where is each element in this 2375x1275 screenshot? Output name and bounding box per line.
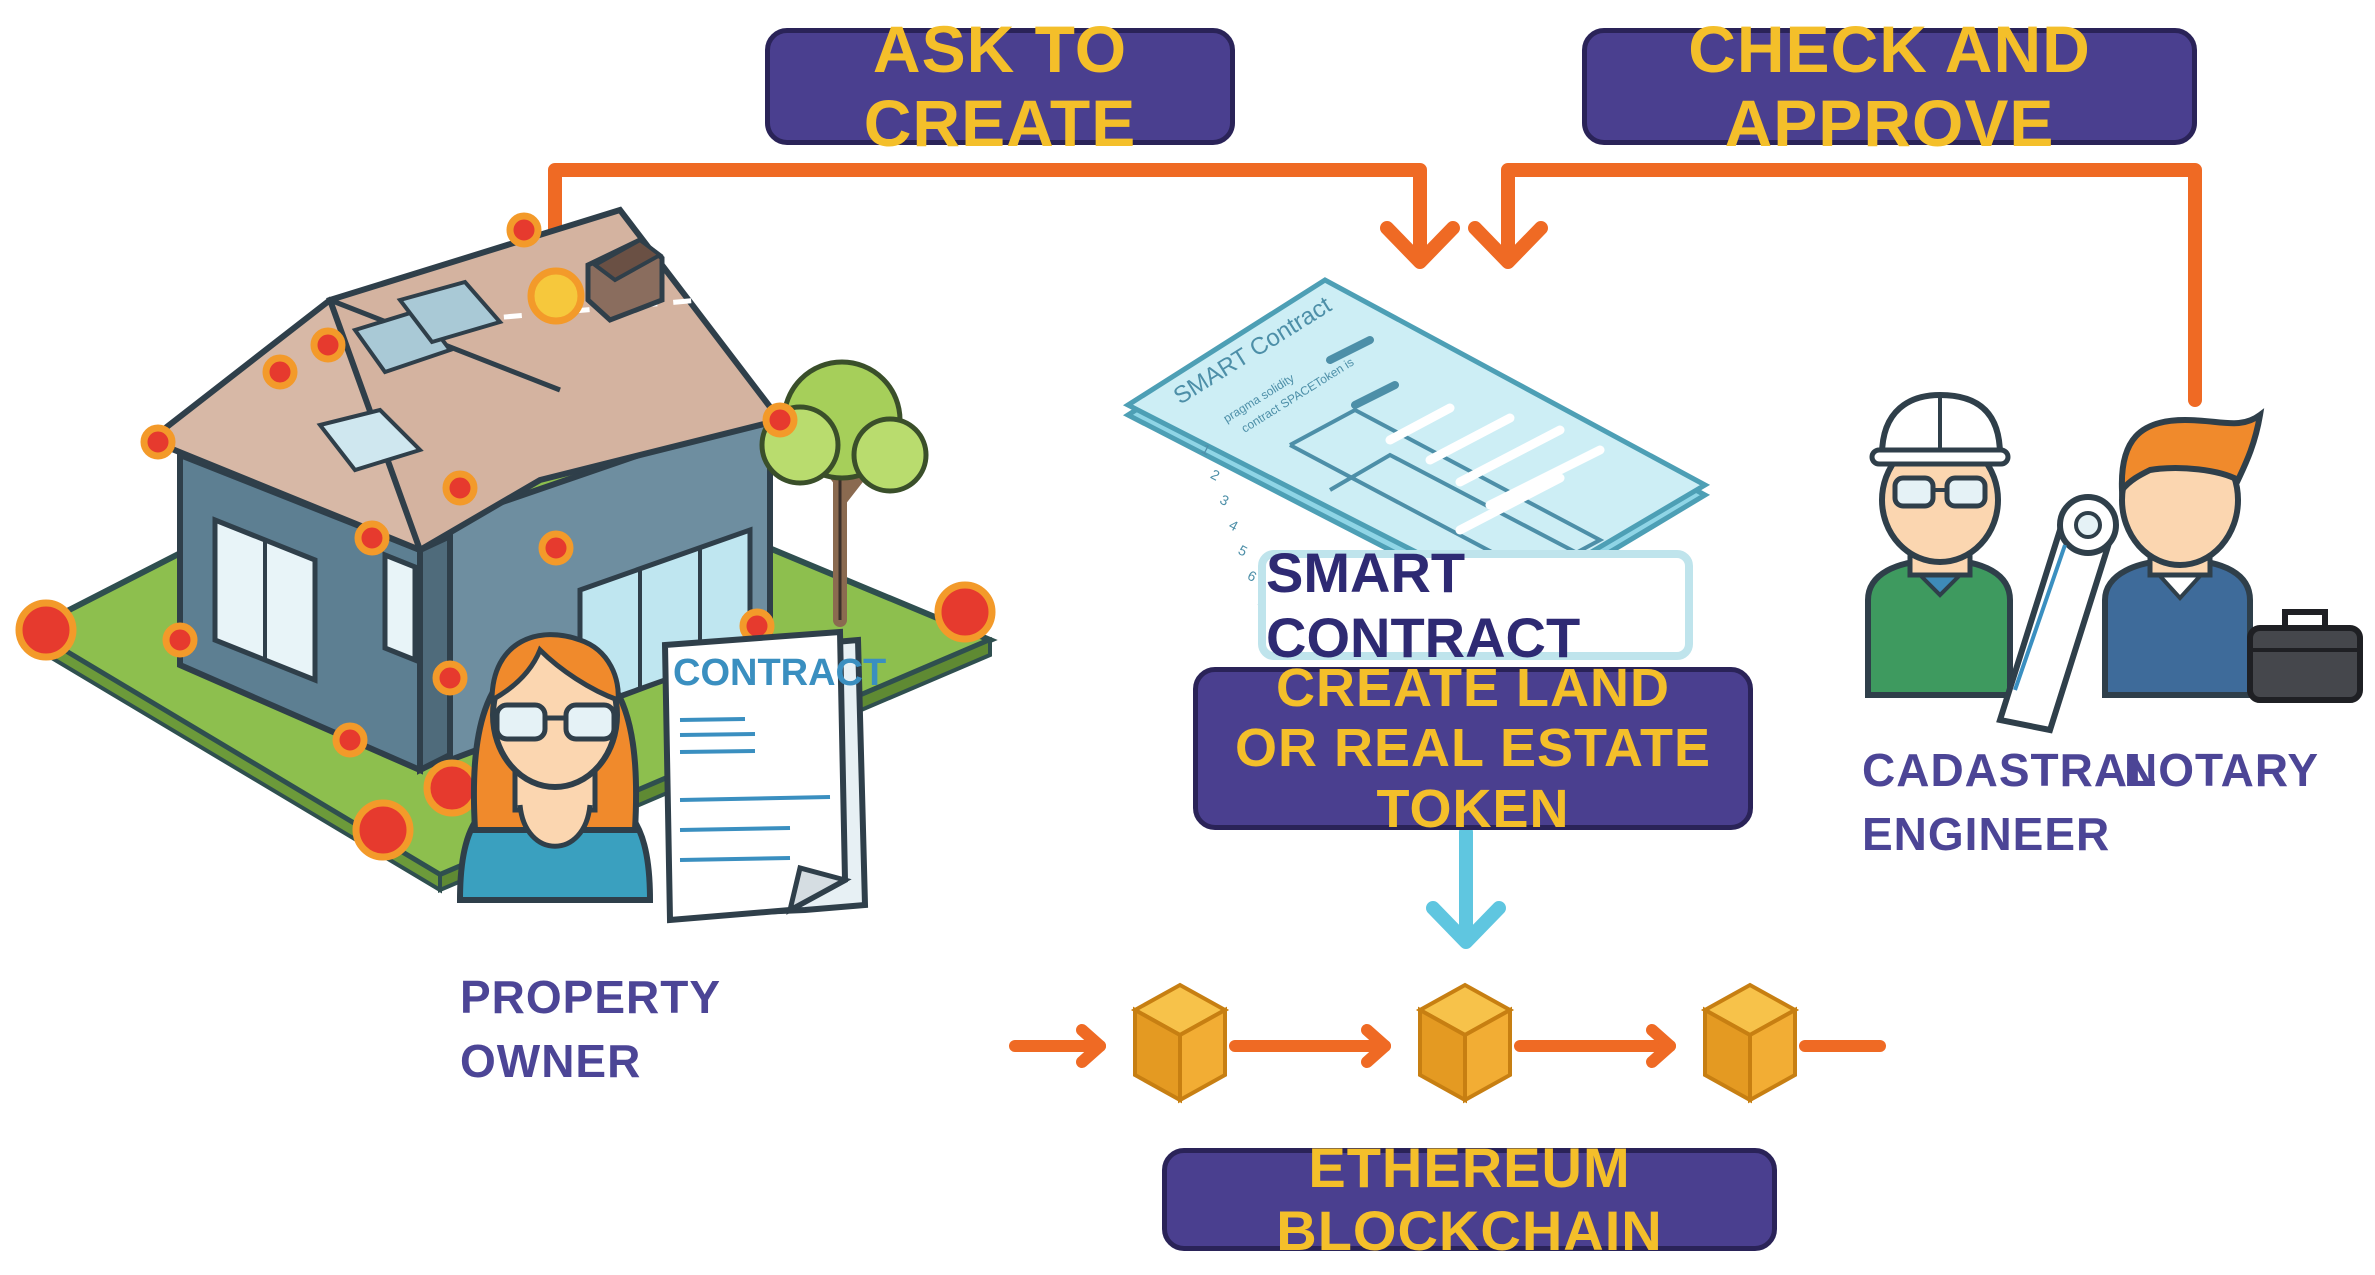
- marker-dot-icon: [538, 530, 574, 566]
- marker-dot-icon: [527, 267, 585, 325]
- token-to-chain-arrow: [1426, 825, 1506, 949]
- marker-dot-icon: [140, 424, 176, 460]
- smart-contract-text: SMART CONTRACT: [1266, 541, 1581, 669]
- smart-contract-label: SMART CONTRACT: [1258, 541, 1693, 669]
- smart-contract-sheet-icon: SMART Contract pragma solidity contract …: [1122, 277, 1711, 615]
- check-and-approve-text: CHECK AND APPROVE: [1688, 11, 2091, 160]
- blueprint-roll-icon: [1996, 494, 2119, 734]
- ask-to-create-text: ASK TO CREATE: [863, 11, 1137, 160]
- line-number: 4: [1227, 516, 1242, 534]
- contract-document-icon: CONTRACT: [661, 628, 886, 924]
- marker-dot-icon: [332, 722, 368, 758]
- notary-icon: [2102, 408, 2265, 698]
- marker-dot-icon: [432, 660, 468, 696]
- marker-dot-icon: [352, 799, 414, 861]
- marker-dot-icon: [762, 402, 798, 438]
- approve-arrow: [1468, 163, 2202, 407]
- property-owner-line2: OWNER: [460, 1035, 642, 1087]
- ask-arrow: [548, 163, 1460, 297]
- marker-dot-icon: [442, 470, 478, 506]
- marker-dot-icon: [354, 520, 390, 556]
- blockchain-arrows: [1009, 1024, 1886, 1068]
- marker-dot-icon: [310, 327, 346, 363]
- tree-icon: [759, 359, 929, 627]
- property-owner-caption: PROPERTY OWNER: [460, 965, 721, 1093]
- contract-doc-title: CONTRACT: [673, 652, 886, 694]
- blockchain-block-icon: [1415, 982, 1515, 1104]
- briefcase-icon: [2247, 609, 2363, 703]
- marker-dots: [15, 212, 996, 861]
- line-number: 2: [1208, 466, 1223, 484]
- ask-to-create-label: ASK TO CREATE: [765, 12, 1235, 159]
- woman-owner-icon: [456, 632, 654, 903]
- create-token-label: CREATE LAND OR REAL ESTATE TOKEN: [1193, 658, 1753, 839]
- marker-dot-icon: [15, 599, 77, 661]
- marker-dot-icon: [934, 581, 996, 643]
- create-token-line2: OR REAL ESTATE TOKEN: [1234, 718, 1712, 839]
- blockchain-block-icon: [1130, 982, 1230, 1104]
- marker-dot-icon: [423, 759, 481, 817]
- check-and-approve-label: CHECK AND APPROVE: [1582, 12, 2197, 159]
- cadastral-engineer-line1: CADASTRAL: [1862, 744, 2158, 796]
- marker-dot-icon: [506, 212, 542, 248]
- cadastral-engineer-line2: ENGINEER: [1862, 808, 2111, 860]
- property-owner-line1: PROPERTY: [460, 971, 722, 1023]
- line-number: 5: [1236, 542, 1251, 560]
- marker-dot-icon: [262, 354, 298, 390]
- notary-caption: NOTARY: [2124, 738, 2319, 802]
- blockchain-block-icon: [1700, 982, 1800, 1104]
- ethereum-blockchain-text: ETHEREUM BLOCKCHAIN: [1276, 1135, 1663, 1262]
- create-token-line1: CREATE LAND: [1276, 657, 1670, 718]
- line-number: 3: [1217, 491, 1232, 509]
- marker-dot-icon: [162, 622, 198, 658]
- engineer-icon: [1865, 391, 2013, 698]
- notary-text: NOTARY: [2124, 744, 2320, 796]
- ethereum-blockchain-label: ETHEREUM BLOCKCHAIN: [1162, 1136, 1777, 1261]
- cadastral-engineer-caption: CADASTRAL ENGINEER: [1862, 738, 2157, 866]
